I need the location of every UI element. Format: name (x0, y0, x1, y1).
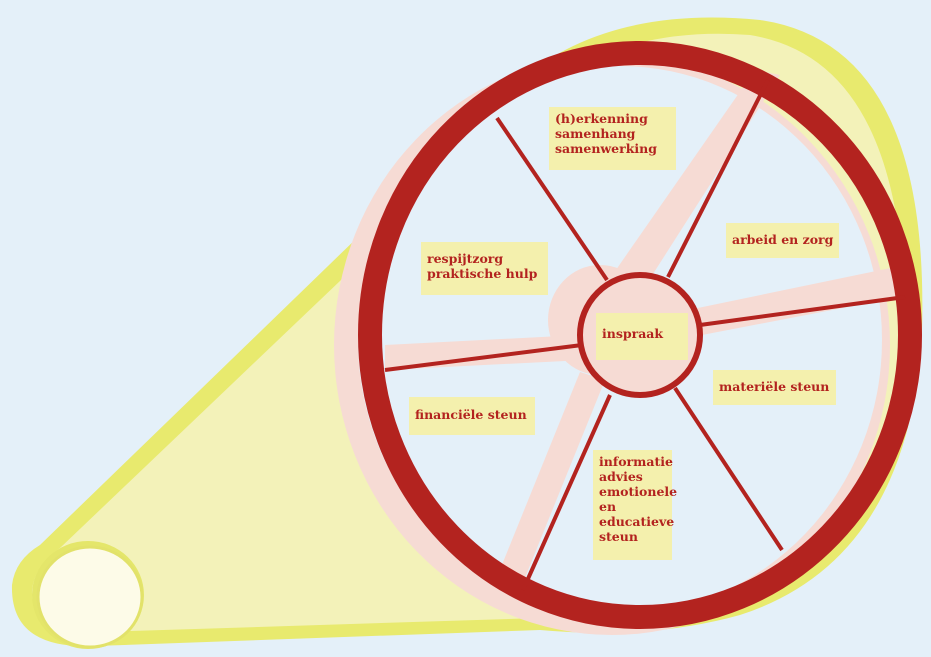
spoke-shadow-1 (595, 70, 780, 310)
segment-label-respijtzorg: respijtzorg praktische hulp (421, 242, 548, 295)
segment-line: en (599, 499, 617, 514)
spoke-shadow-4 (385, 335, 585, 370)
segment-line: arbeid en zorg (732, 232, 834, 247)
small-pulley (32, 541, 144, 649)
segment-line: informatie (599, 454, 673, 469)
spoke-bottom-right (673, 386, 784, 552)
segment-label-financiele-steun: financiële steun (409, 397, 535, 435)
hub-label: inspraak (596, 313, 688, 360)
segment-label-materiele-steun: materiële steun (713, 370, 836, 405)
segment-label-informatie: informatie advies emotionele en educatie… (593, 450, 678, 560)
spoke-bottom-left (521, 394, 612, 591)
spoke-top-left (495, 116, 609, 282)
segment-label-arbeid-en-zorg: arbeid en zorg (726, 223, 839, 258)
spoke-shadow-3 (495, 372, 605, 590)
segment-line: praktische hulp (427, 266, 538, 281)
spoke-top-right (666, 79, 770, 278)
hub-label-text: inspraak (602, 326, 664, 341)
segment-line: financiële steun (415, 407, 527, 422)
segment-line: samenhang (555, 126, 636, 141)
segment-line: materiële steun (719, 379, 830, 394)
spoke-left (384, 343, 583, 372)
segment-line: educatieve (599, 514, 675, 529)
segment-line: (h)erkenning (555, 111, 648, 126)
segment-line: advies (599, 469, 643, 484)
segment-line: emotionele (599, 484, 678, 499)
segment-line: samenwerking (555, 141, 657, 156)
segment-line: respijtzorg (427, 251, 504, 266)
spoke-right (699, 295, 906, 327)
segment-label-herkenning: (h)erkenning samenhang samenwerking (549, 107, 676, 170)
wheel-rim (358, 41, 922, 629)
segment-line: steun (599, 529, 638, 544)
